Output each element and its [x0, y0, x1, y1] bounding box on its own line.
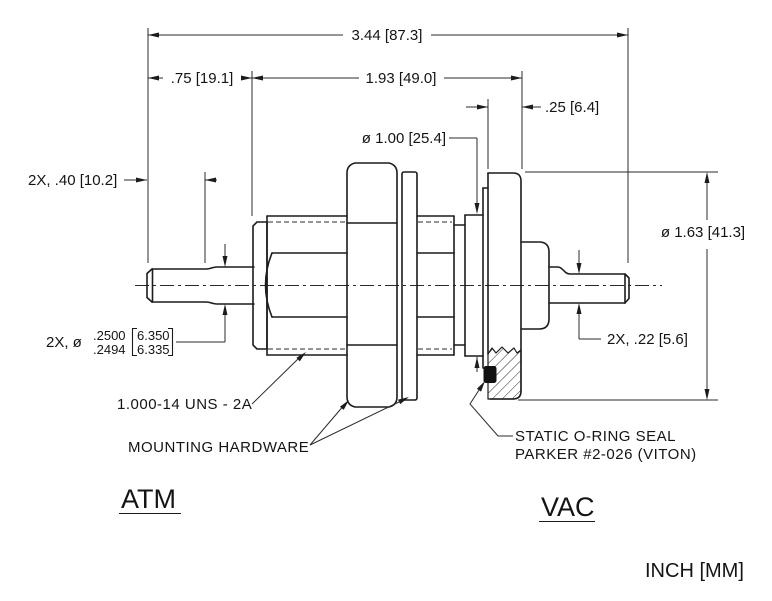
dim-flange-thickness-text: .25 [6.4] [545, 99, 599, 116]
dim-mid-segment: 1.93 [49.0] [252, 70, 522, 87]
dim-sleeve-dia-text: ø 1.00 [25.4] [362, 130, 446, 147]
dim-left-segment: .75 [19.1] [148, 70, 252, 87]
bracket-open [131, 327, 137, 357]
dim-pin-left-inch-lower: .2494 [93, 342, 126, 357]
dim-pin-right-text: 2X, .22 [5.6] [607, 331, 688, 348]
callout-mounting-hardware-text: MOUNTING HARDWARE [128, 439, 309, 456]
dim-mid-segment-text: 1.93 [49.0] [366, 70, 437, 87]
side-labels: ATM VAC INCH [MM] [119, 484, 744, 582]
dim-flange-dia-text: ø 1.63 [41.3] [661, 224, 745, 241]
dim-overall: 3.44 [87.3] [148, 27, 628, 44]
threaded-body-left [252, 215, 348, 356]
sleeve [464, 187, 489, 369]
dim-left-segment-text: .75 [19.1] [171, 70, 234, 87]
dim-pin-left-prefix: 2X, ø [46, 334, 82, 351]
vac-label: VAC [541, 492, 595, 522]
callout-oring-line2: PARKER #2-026 (VITON) [515, 446, 697, 463]
dim-pin-length-text: 2X, .40 [10.2] [28, 172, 117, 189]
dim-sleeve-dia: ø 1.00 [25.4] [362, 130, 480, 372]
atm-label: ATM [121, 484, 176, 514]
mounting-washer [401, 171, 418, 401]
callout-mounting-hardware: MOUNTING HARDWARE [128, 397, 409, 456]
dim-pin-left-dia: 2X, ø .2500 .2494 6.350 6.335 [46, 244, 228, 357]
callout-thread: 1.000-14 UNS - 2A [117, 352, 306, 413]
hatch-section [487, 346, 522, 400]
units-label: INCH [MM] [645, 560, 744, 582]
dim-pin-right: 2X, .22 [5.6] [576, 250, 688, 348]
left-pin [146, 266, 255, 305]
dim-pin-left-mm-upper: 6.350 [137, 328, 170, 343]
dim-pin-left-inch-upper: .2500 [93, 328, 126, 343]
extension-lines [147, 28, 718, 401]
callout-thread-text: 1.000-14 UNS - 2A [117, 396, 252, 413]
o-ring [483, 366, 497, 383]
callout-oring: STATIC O-RING SEAL PARKER #2-026 (VITON) [469, 381, 697, 463]
dim-flange-thickness: .25 [6.4] [466, 99, 599, 116]
right-pin [548, 266, 630, 304]
dim-pin-length: 2X, .40 [10.2] [28, 172, 217, 189]
threaded-body-right [416, 215, 466, 356]
dim-overall-text: 3.44 [87.3] [352, 27, 423, 44]
dim-pin-left-mm-lower: 6.335 [137, 342, 170, 357]
dim-flange-dia: ø 1.63 [41.3] [661, 172, 745, 400]
bracket-close [168, 327, 174, 357]
callout-oring-line1: STATIC O-RING SEAL [515, 428, 676, 445]
flange-boss [520, 241, 550, 330]
